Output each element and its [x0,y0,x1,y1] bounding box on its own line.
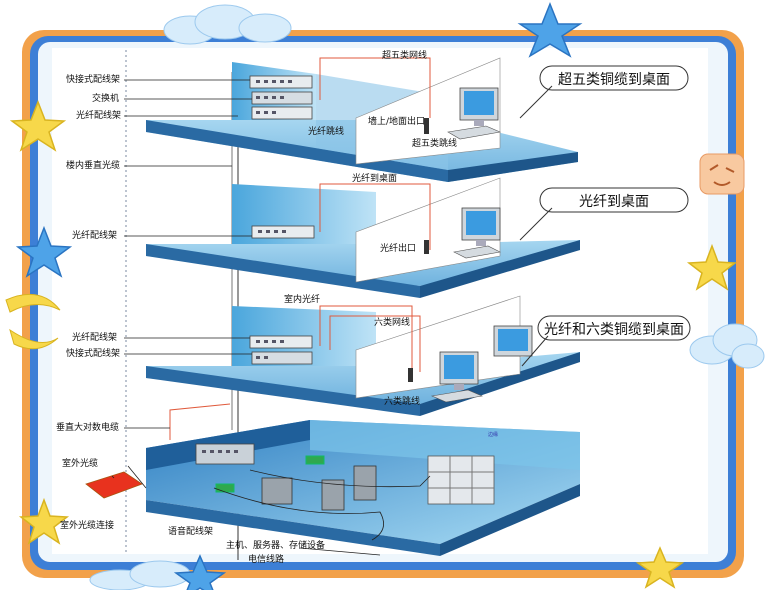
switch-icon [251,225,315,239]
label-fiber-panel-1: 光纤配线架 [76,111,122,121]
wall-outlet-icon [408,368,413,382]
rack-icon [249,335,313,365]
outdoor-fiber-pad [85,471,143,499]
label-fiber-outlet: 光纤出口 [380,244,417,254]
label-cat5-jumper: 超五类跳线 [412,139,458,149]
label-patch-panel-1: 快接式配线架 [66,75,121,85]
face-sticker-icon [699,153,745,195]
label-cat5-cable: 超五类网线 [382,51,428,61]
star-icon [15,225,73,278]
label-outdoor-fiber-conn: 室外光缆连接 [60,521,115,531]
leader-lines [111,79,381,556]
label-voice-panel: 语音配线架 [168,527,214,537]
cloud-icon [689,323,765,369]
monitor-icon [430,351,484,403]
star-icon [173,554,227,590]
monitor-icon [453,207,501,259]
switch-icon [195,443,255,465]
star-icon [18,497,70,545]
callout-bubble [521,315,691,367]
label-outdoor-fiber: 室外光缆 [62,459,99,469]
rack-icon [261,465,377,511]
rack-icon [249,75,313,120]
label-patch-panel-3: 快接式配线架 [66,349,121,359]
label-vertical-fiber: 楼内垂直光缆 [66,161,121,171]
label-indoor-fiber: 室内光纤 [284,295,321,305]
callout-bubble [519,65,689,119]
label-equipment: 主机、服务器、存储设备 [226,541,326,551]
cloud-icon [89,560,191,590]
monitor-icon [493,325,533,357]
star-icon [9,99,67,152]
callout-floor2: 光纤到桌面 [579,194,649,210]
server-cabinet-icon [427,455,495,505]
label-wall-outlet: 墙上/地面出口 [368,117,426,127]
moon-icon [9,328,59,350]
callout-floor1: 超五类铜缆到桌面 [558,72,670,88]
label-fiber-jumper: 光纤跳线 [308,127,345,137]
label-tiny-edge: 边缘 [488,432,499,438]
label-fiber-panel-2: 光纤配线架 [72,231,118,241]
label-cat6-cable: 六类网线 [374,318,411,328]
label-fiber-panel-3: 光纤配线架 [72,333,118,343]
voice-panel-icon [215,483,235,493]
cloud-icon [163,4,292,45]
label-switch: 交换机 [92,94,120,104]
callout-bubble [519,187,689,241]
label-fiber-to-desk: 光纤到桌面 [352,174,398,184]
monitor-icon [447,87,502,140]
star-icon [686,243,738,291]
wall-outlet-icon [424,118,429,134]
callout-floor3: 光纤和六类铜缆到桌面 [544,322,684,338]
floor1-cable [319,57,431,118]
voice-panel-icon [305,455,325,465]
star-icon [517,1,583,58]
fiber-outlet-icon [424,240,429,254]
label-vertical-cable: 垂直大对数电缆 [56,423,120,433]
label-cat6-jumper: 六类跳线 [384,397,421,407]
label-telecom: 电信线路 [248,555,285,565]
star-icon [635,546,685,589]
moon-icon [5,293,61,313]
